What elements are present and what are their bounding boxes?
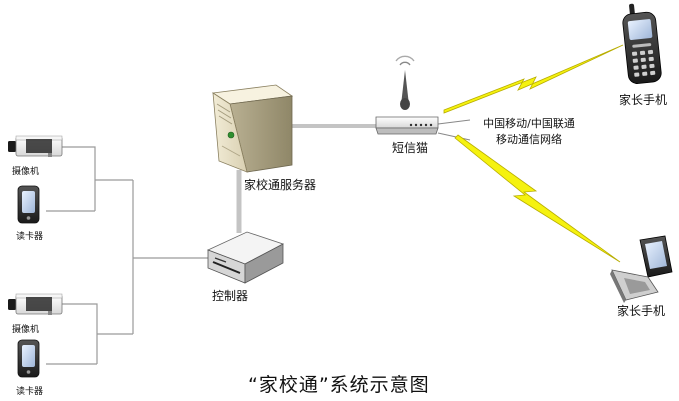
controller-label: 控制器 bbox=[212, 289, 249, 303]
link-modem-network bbox=[437, 119, 471, 141]
diagram-title: “家校通”系统示意图 bbox=[248, 374, 430, 396]
card-reader-icon bbox=[17, 185, 40, 224]
line-trunk bbox=[132, 180, 208, 334]
lightning-bolt-top bbox=[443, 44, 624, 114]
camera-label: 摄像机 bbox=[12, 167, 40, 177]
camera-icon bbox=[8, 293, 63, 315]
lightning-bolt-bottom bbox=[454, 134, 621, 263]
parent-phone-label: 家长手机 bbox=[617, 304, 666, 318]
mobile-network-label: 中国移动/中国联通 移动通信网络 bbox=[472, 116, 586, 148]
flip-phone-icon bbox=[610, 235, 673, 303]
camera-icon bbox=[8, 135, 63, 157]
card-reader-label: 读卡器 bbox=[16, 387, 44, 397]
mobile-network-line1: 中国移动/中国联通 bbox=[483, 117, 575, 130]
line-top-group bbox=[46, 146, 133, 212]
sms-modem-icon bbox=[375, 55, 439, 135]
camera-label: 摄像机 bbox=[12, 325, 40, 335]
mobile-network-line2: 移动通信网络 bbox=[496, 133, 562, 146]
controller-icon bbox=[206, 231, 285, 284]
server-label: 家校通服务器 bbox=[244, 178, 317, 192]
parent-phone-label: 家长手机 bbox=[619, 93, 668, 107]
wireless-links bbox=[443, 44, 624, 263]
line-bottom-group bbox=[46, 303, 133, 365]
connection-lines bbox=[46, 119, 471, 365]
server-icon bbox=[211, 84, 294, 173]
card-reader-label: 读卡器 bbox=[16, 232, 44, 242]
sms-modem-label: 短信猫 bbox=[392, 141, 429, 155]
card-reader-icon bbox=[17, 339, 40, 378]
mobile-phone-icon bbox=[622, 3, 662, 84]
